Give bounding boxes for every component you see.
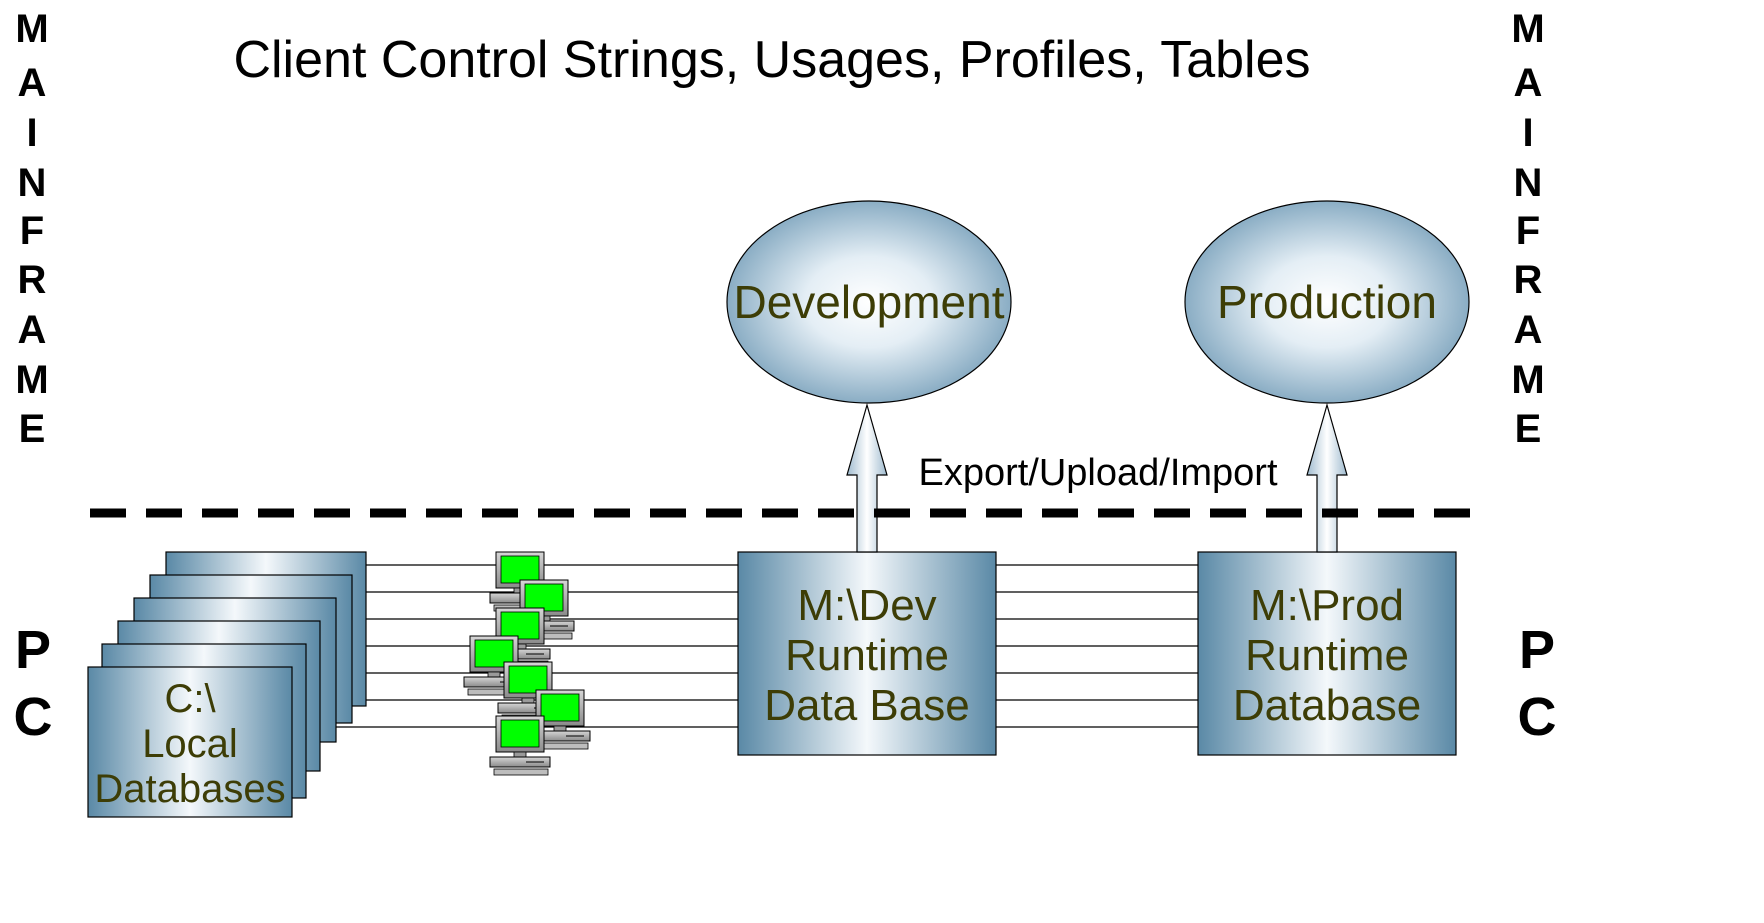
local-db-line-2: Local: [142, 722, 238, 766]
export-upload-import-label: Export/Upload/Import: [918, 452, 1277, 494]
left-mainframe-letter: F: [20, 209, 44, 253]
dev-box-line-2: Runtime: [785, 631, 949, 680]
production-label: Production: [1217, 276, 1437, 328]
workstation-icon: [489, 715, 551, 776]
production-ellipse: [1184, 200, 1470, 404]
left-pc-letter: C: [14, 687, 53, 747]
left-mainframe-letter: E: [19, 407, 46, 451]
left-pc-label: P C: [14, 620, 53, 747]
right-pc-letter: C: [1518, 687, 1557, 747]
right-mainframe-letter: M: [1511, 358, 1544, 402]
right-mainframe-letter: E: [1515, 407, 1542, 451]
right-mainframe-letter: A: [1514, 61, 1543, 105]
left-mainframe-letter: R: [18, 258, 47, 302]
right-mainframe-letter: A: [1514, 308, 1543, 352]
local-db-line-1: C:\: [164, 677, 216, 721]
prod-runtime-box: [1197, 551, 1457, 756]
dev-runtime-box: [737, 551, 997, 756]
right-mainframe-letter: R: [1514, 258, 1543, 302]
diagram-title: Client Control Strings, Usages, Profiles…: [233, 31, 1310, 89]
right-pc-label: P C: [1518, 620, 1557, 747]
left-mainframe-letter: N: [18, 161, 47, 205]
left-pc-letter: P: [15, 620, 51, 680]
right-mainframe-letter: I: [1522, 111, 1533, 155]
left-mainframe-letter: M: [15, 358, 48, 402]
left-mainframe-label: M A I N F R A M E: [15, 7, 48, 451]
local-db-line-3: Databases: [94, 767, 285, 811]
left-mainframe-letter: A: [18, 308, 47, 352]
database-layer: [87, 666, 293, 818]
left-mainframe-letter: A: [18, 61, 47, 105]
prod-box-line-3: Database: [1233, 681, 1421, 730]
left-mainframe-letter: M: [15, 7, 48, 51]
prod-box-line-1: M:\Prod: [1250, 581, 1404, 630]
prod-upload-arrow: [1306, 402, 1348, 553]
workstation-icon: [529, 689, 591, 750]
right-mainframe-label: M A I N F R A M E: [1511, 7, 1544, 451]
development-ellipse: [726, 200, 1012, 404]
left-mainframe-letter: I: [26, 111, 37, 155]
dev-box-line-1: M:\Dev: [797, 581, 936, 630]
right-mainframe-letter: M: [1511, 7, 1544, 51]
right-pc-letter: P: [1519, 620, 1555, 680]
dev-upload-arrow: [846, 402, 888, 553]
development-label: Development: [733, 276, 1004, 328]
right-mainframe-letter: N: [1514, 161, 1543, 205]
local-databases-stack: [87, 551, 367, 818]
dev-box-line-3: Data Base: [764, 681, 969, 730]
prod-box-line-2: Runtime: [1245, 631, 1409, 680]
workstation-cluster: [463, 551, 591, 776]
right-mainframe-letter: F: [1516, 209, 1540, 253]
